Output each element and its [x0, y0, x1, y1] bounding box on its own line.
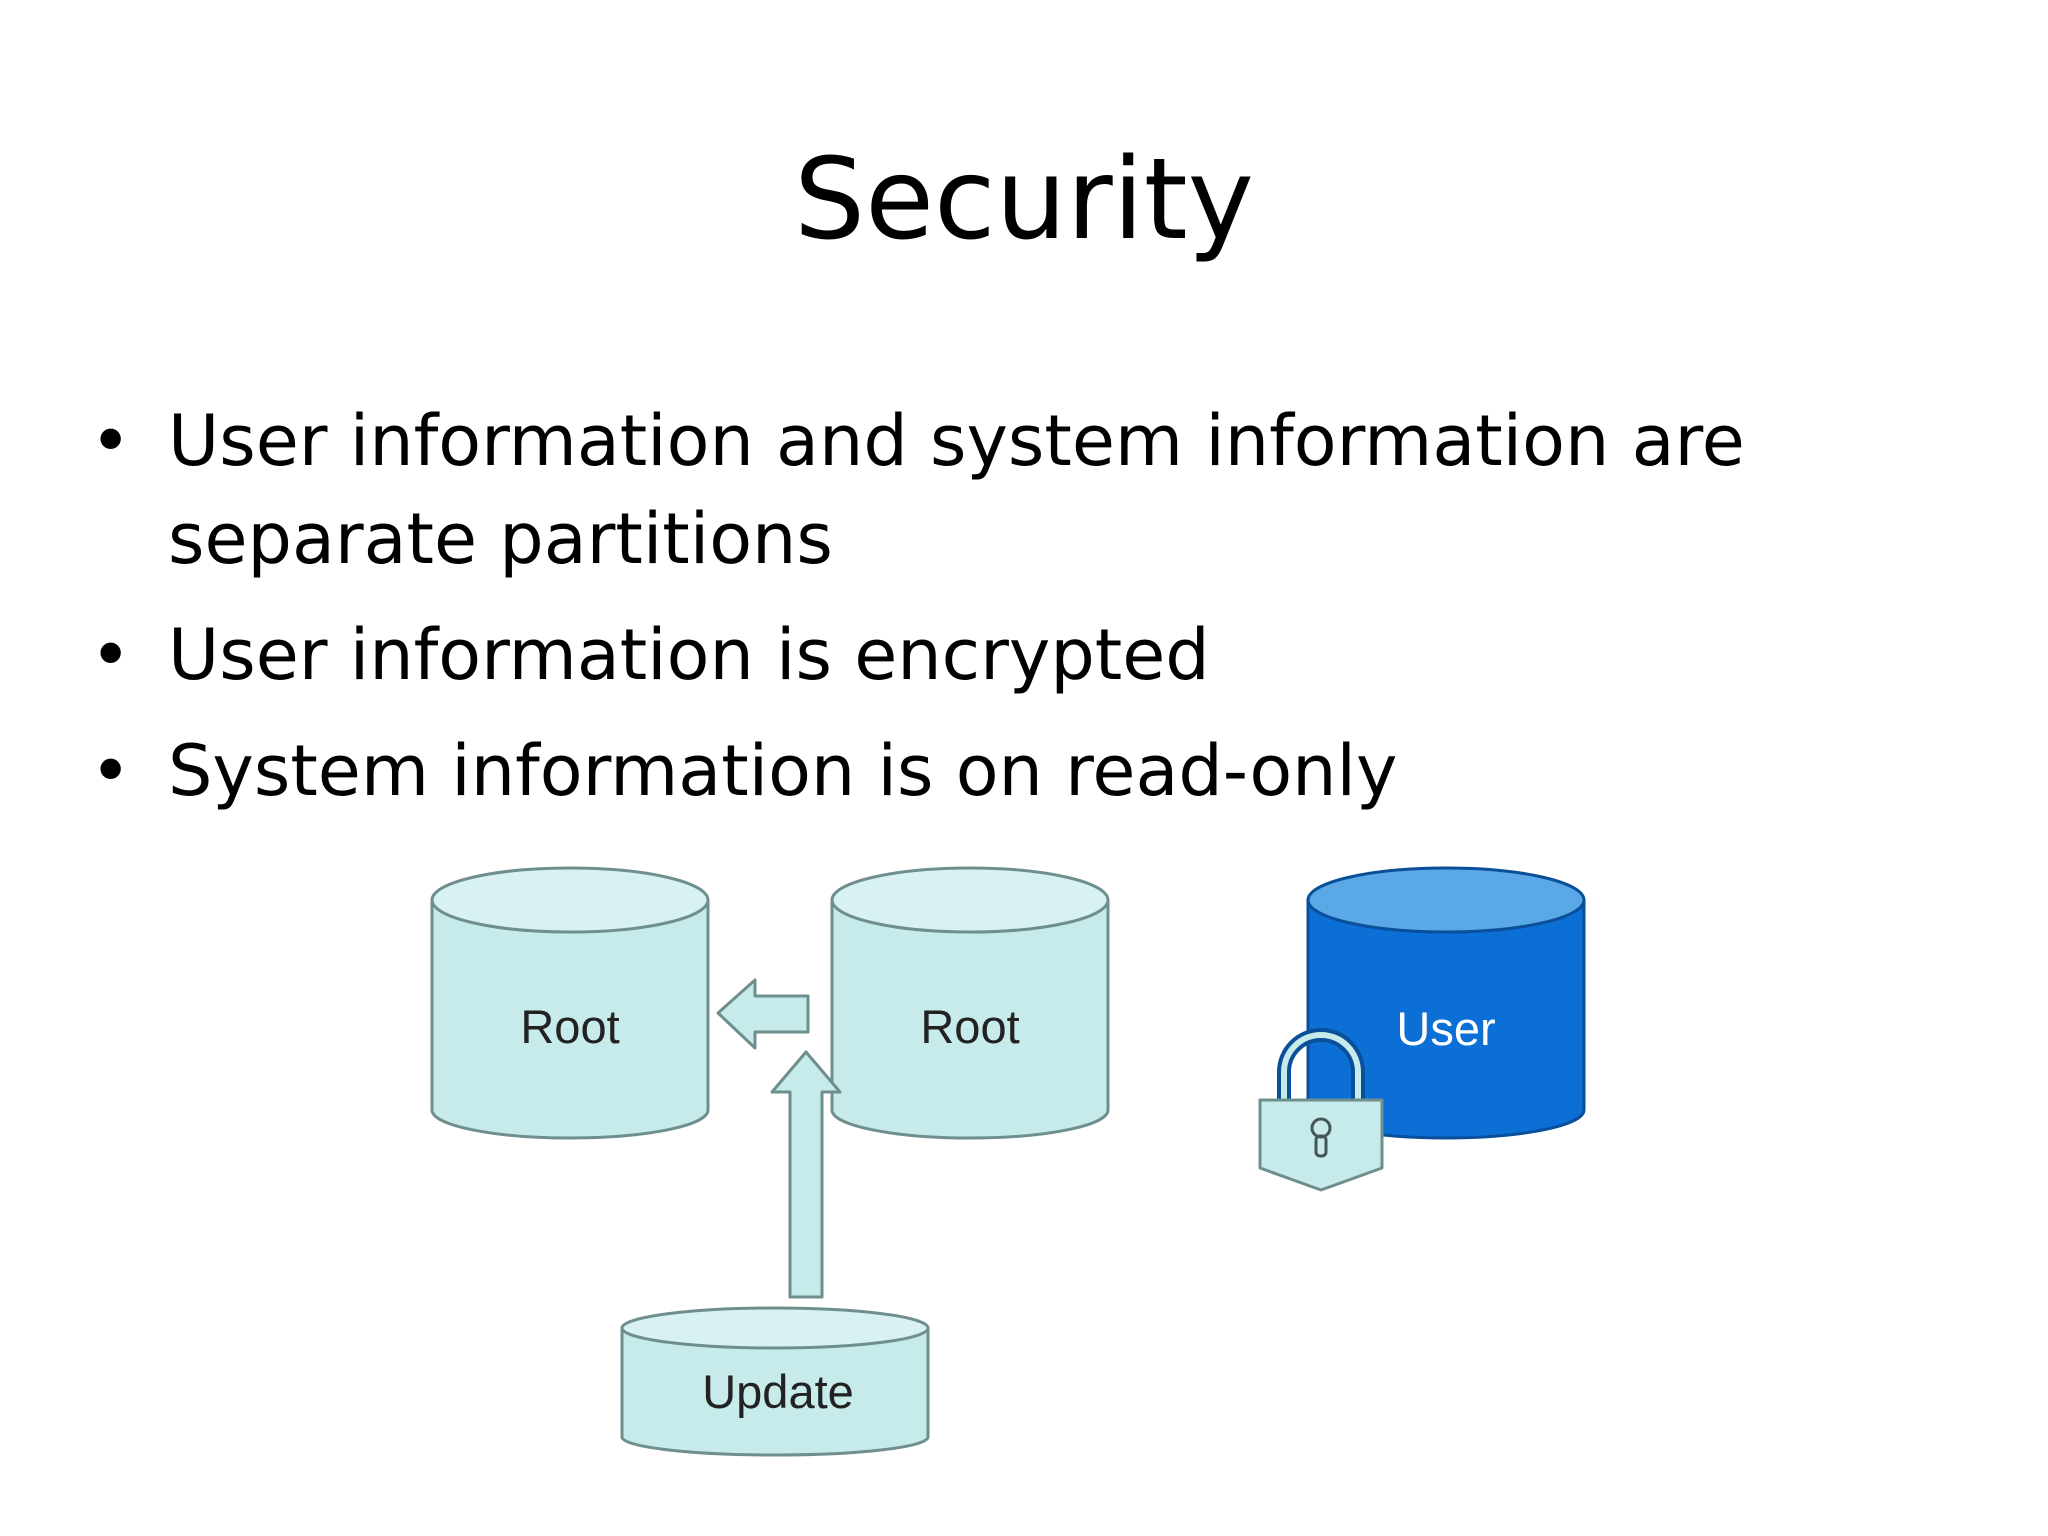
padlock-icon: [1258, 1028, 1384, 1192]
update-label: Update: [702, 1365, 854, 1418]
root-label-right: Root: [920, 1000, 1019, 1053]
bullet-text: User information and system information …: [168, 400, 1745, 580]
bullet-item-separate-partitions: • User information and system informatio…: [90, 392, 1990, 588]
page-title: Security: [794, 135, 1254, 265]
user-label: User: [1396, 1002, 1495, 1055]
partition-diagram-svg: Root Root Update: [430, 866, 1586, 1457]
bullet-item-read-only: • System information is on read-only: [90, 722, 1990, 820]
up-arrow-icon: [770, 1050, 842, 1299]
user-cylinder: User: [1306, 866, 1586, 1140]
bullet-text: User information is encrypted: [168, 614, 1210, 696]
root-cylinder-left: Root: [430, 866, 710, 1140]
update-cylinder: Update: [620, 1306, 930, 1457]
root-cylinder-right: Root: [830, 866, 1110, 1140]
left-arrow-icon: [716, 978, 810, 1050]
bullet-item-encrypted: • User information is encrypted: [90, 606, 1990, 704]
bullet-text: System information is on read-only: [168, 730, 1398, 812]
root-label-left: Root: [520, 1000, 619, 1053]
bullet-icon: •: [90, 614, 132, 696]
bullet-list: • User information and system informatio…: [90, 392, 1990, 838]
partition-diagram: Root Root Update: [400, 860, 1660, 1490]
bullet-icon: •: [90, 730, 132, 812]
bullet-icon: •: [90, 400, 132, 482]
